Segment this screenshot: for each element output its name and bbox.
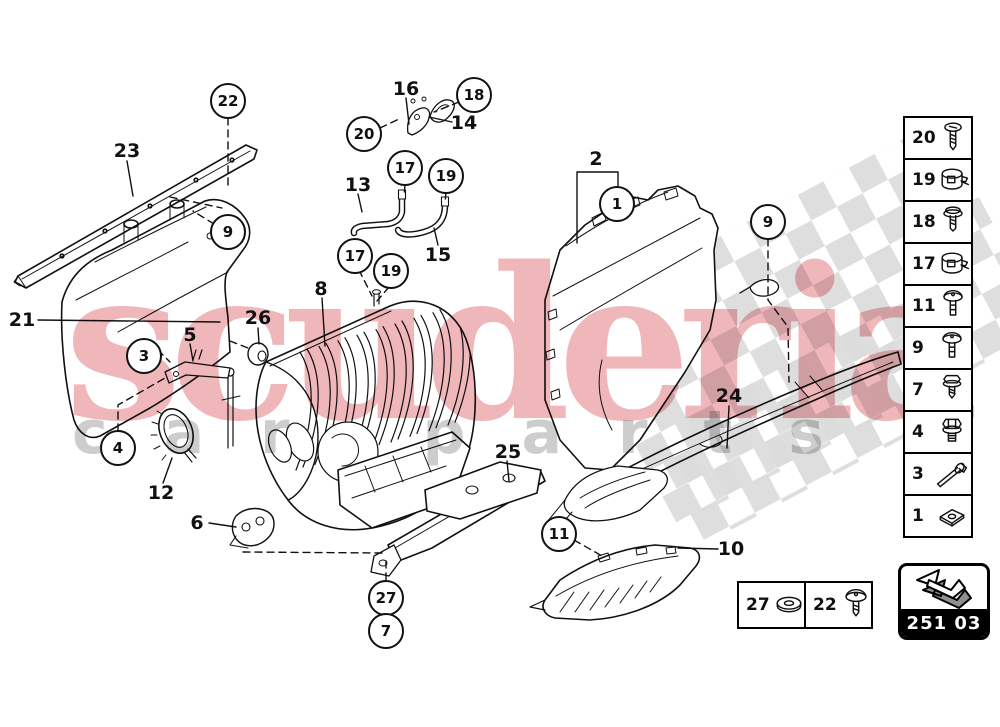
screw-round-icon [943,289,963,316]
callout-label-21: 21 [8,309,36,331]
fastener-legend-column: 20 19 18 17 11 9 7 4 [903,116,973,538]
page-code: 251 03 [901,609,987,637]
fastener-legend-footer: 27 22 [737,581,873,629]
legend-item-1[interactable]: 1 [903,494,973,538]
callout-circle-27[interactable]: 27 [368,580,404,616]
part-mount-6 [229,507,275,549]
leader-lines-solid [37,97,730,550]
callout-label-2: 2 [589,148,603,170]
washer-icon [776,596,802,613]
legend-item-number: 9 [912,338,924,358]
callout-circle-20[interactable]: 20 [346,116,382,152]
footer-legend-item-22[interactable]: 22 [804,581,873,629]
legend-item-18[interactable]: 18 [903,200,973,244]
screw-round-icon [942,331,962,358]
callout-circle-17[interactable]: 17 [337,238,373,274]
screw-dome-icon [845,588,867,617]
screw-flange-icon [943,206,963,232]
part-trim-panel-2 [544,185,719,471]
callout-label-6: 6 [190,512,204,534]
legend-item-17[interactable]: 17 [903,242,973,286]
callout-circle-9[interactable]: 9 [210,214,246,250]
part-clamp-12 [150,408,197,463]
part-bracket-16-14 [406,96,455,136]
legend-item-number: 11 [912,296,936,316]
part-strap-9 [739,278,780,297]
clamp-icon [941,168,970,190]
callout-label-5: 5 [183,324,197,346]
leader-lines-dashed [117,101,790,582]
bolt-long-icon [936,462,968,488]
callout-label-23: 23 [113,140,141,162]
callout-label-25: 25 [494,441,522,463]
part-bracket-5 [164,349,231,384]
bolt-hex-washer-icon [942,418,962,442]
part-diffuser-10 [529,544,701,621]
footer-legend-item-27[interactable]: 27 [737,581,806,629]
legend-item-number: 18 [912,212,936,232]
callout-label-14: 14 [450,112,478,134]
callout-label-16: 16 [392,78,420,100]
legend-item-number: 19 [912,170,936,190]
callout-label-10: 10 [717,538,745,560]
legend-item-19[interactable]: 19 [903,158,973,202]
legend-item-20[interactable]: 20 [903,116,973,160]
legend-item-number: 7 [912,380,924,400]
part-heat-shield-21 [60,198,251,439]
legend-item-11[interactable]: 11 [903,284,973,328]
part-silencer-8 [221,289,477,531]
callout-circle-19[interactable]: 19 [428,158,464,194]
part-grommet-26 [247,342,269,366]
callout-label-13: 13 [344,174,372,196]
screw-pan-icon [944,122,962,151]
callout-circle-7[interactable]: 7 [368,613,404,649]
callout-circle-22[interactable]: 22 [210,83,246,119]
legend-item-number: 20 [912,128,936,148]
nut-square-icon [939,508,965,527]
callout-label-8: 8 [314,278,328,300]
callout-circle-4[interactable]: 4 [100,430,136,466]
part-hoses-13-15 [350,189,450,238]
callout-label-26: 26 [244,307,272,329]
callout-circle-17[interactable]: 17 [387,150,423,186]
callout-circle-18[interactable]: 18 [456,77,492,113]
legend-item-number: 3 [912,464,924,484]
callout-circle-3[interactable]: 3 [126,338,162,374]
legend-item-number: 17 [912,254,936,274]
nav-page-box[interactable]: 251 03 [898,563,990,640]
callout-circle-11[interactable]: 11 [541,516,577,552]
legend-item-number: 1 [912,506,924,526]
callout-circle-19[interactable]: 19 [373,253,409,289]
part-corner-piece [546,465,669,533]
callout-label-15: 15 [424,244,452,266]
back-arrow-icon [916,569,972,609]
callout-circle-9[interactable]: 9 [750,204,786,240]
legend-item-number: 27 [746,595,770,615]
legend-item-4[interactable]: 4 [903,410,973,454]
part-rail-23 [13,144,258,289]
callout-label-24: 24 [715,385,743,407]
clamp-icon [941,252,970,274]
legend-item-3[interactable]: 3 [903,452,973,496]
screw-hex-icon [942,374,962,399]
legend-item-7[interactable]: 7 [903,368,973,412]
legend-item-9[interactable]: 9 [903,326,973,370]
callout-label-12: 12 [147,482,175,504]
legend-item-number: 4 [912,422,924,442]
callout-circle-1[interactable]: 1 [599,186,635,222]
legend-item-number: 22 [813,595,837,615]
